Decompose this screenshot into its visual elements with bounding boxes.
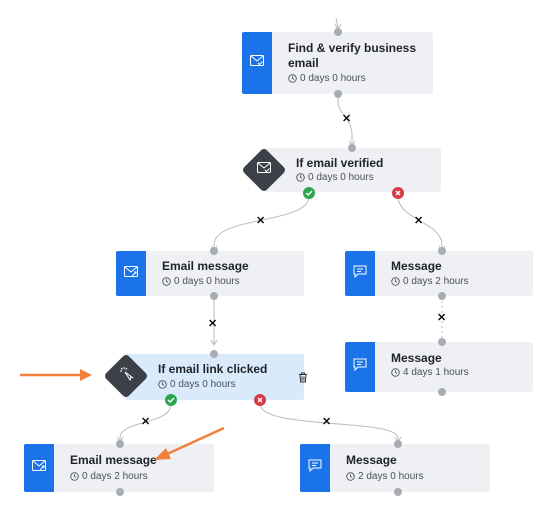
clock-icon bbox=[288, 74, 297, 83]
close-x-icon[interactable]: ✕ bbox=[437, 312, 447, 324]
connector-dot[interactable] bbox=[394, 488, 402, 496]
connector-dot[interactable] bbox=[210, 247, 218, 255]
step-email-message[interactable]: Email message 0 days 2 hours bbox=[24, 444, 214, 492]
clock-icon bbox=[391, 368, 400, 377]
chat-message-icon bbox=[353, 265, 367, 283]
step-message[interactable]: Message 4 days 1 hours bbox=[345, 342, 533, 392]
connector-dot[interactable] bbox=[334, 28, 342, 36]
close-x-icon[interactable]: ✕ bbox=[322, 416, 332, 428]
connector-dot[interactable] bbox=[210, 292, 218, 300]
step-icon-strip bbox=[300, 444, 330, 492]
step-icon-strip bbox=[116, 251, 146, 296]
step-title: Message bbox=[346, 453, 397, 467]
annotation-arrow bbox=[154, 426, 225, 460]
cursor-click-icon bbox=[118, 366, 134, 387]
connector-dot[interactable] bbox=[334, 90, 342, 98]
email-verify-icon bbox=[257, 161, 271, 179]
clock-icon bbox=[162, 277, 171, 286]
condition-if-email-link-clicked[interactable] bbox=[126, 354, 304, 400]
email-send-icon bbox=[124, 265, 138, 283]
trash-icon[interactable] bbox=[298, 370, 308, 388]
no-branch-x-icon bbox=[254, 394, 266, 406]
connector-dot[interactable] bbox=[210, 350, 218, 358]
step-duration: 0 days 2 hours bbox=[391, 276, 469, 287]
chat-message-icon bbox=[353, 358, 367, 376]
chat-message-icon bbox=[308, 459, 322, 477]
connector-dot[interactable] bbox=[438, 388, 446, 396]
clock-icon bbox=[391, 277, 400, 286]
annotation-arrow bbox=[20, 369, 92, 381]
step-title: Email message bbox=[162, 259, 249, 273]
clock-icon bbox=[70, 472, 79, 481]
connector-dot[interactable] bbox=[438, 292, 446, 300]
condition-duration: 0 days 0 hours bbox=[296, 172, 374, 183]
step-duration: 0 days 0 hours bbox=[288, 73, 366, 84]
clock-icon bbox=[346, 472, 355, 481]
connector-dot[interactable] bbox=[438, 247, 446, 255]
connector-dot[interactable] bbox=[116, 488, 124, 496]
condition-title: If email verified bbox=[296, 156, 384, 170]
yes-branch-check-icon bbox=[303, 187, 315, 199]
step-icon-strip bbox=[345, 342, 375, 392]
condition-diamond bbox=[103, 353, 149, 399]
step-title: Email message bbox=[70, 453, 157, 467]
clock-icon bbox=[158, 380, 167, 389]
step-email-message[interactable]: Email message 0 days 0 hours bbox=[116, 251, 304, 296]
yes-branch-check-icon bbox=[165, 394, 177, 406]
step-icon-strip bbox=[345, 251, 375, 296]
close-x-icon[interactable]: ✕ bbox=[141, 416, 151, 428]
close-x-icon[interactable]: ✕ bbox=[208, 318, 218, 330]
step-title: Find & verify business email bbox=[288, 41, 417, 70]
condition-duration: 0 days 0 hours bbox=[158, 379, 236, 390]
condition-diamond bbox=[241, 147, 287, 193]
step-message[interactable]: Message 0 days 2 hours bbox=[345, 251, 533, 296]
step-title: Message bbox=[391, 259, 442, 273]
condition-title: If email link clicked bbox=[158, 362, 268, 376]
connector-dot[interactable] bbox=[116, 440, 124, 448]
close-x-icon[interactable]: ✕ bbox=[342, 113, 352, 125]
condition-if-email-verified[interactable] bbox=[264, 148, 441, 192]
step-find-verify-email[interactable]: Find & verify business email 0 days 0 ho… bbox=[242, 32, 433, 94]
step-icon-strip bbox=[24, 444, 54, 492]
email-verify-icon bbox=[250, 54, 264, 72]
connector-dot[interactable] bbox=[438, 338, 446, 346]
email-send-icon bbox=[32, 459, 46, 477]
step-message[interactable]: Message 2 days 0 hours bbox=[300, 444, 490, 492]
step-duration: 4 days 1 hours bbox=[391, 367, 469, 378]
close-x-icon[interactable]: ✕ bbox=[256, 215, 266, 227]
step-duration: 0 days 0 hours bbox=[162, 276, 240, 287]
clock-icon bbox=[296, 173, 305, 182]
step-duration: 0 days 2 hours bbox=[70, 471, 148, 482]
step-duration: 2 days 0 hours bbox=[346, 471, 424, 482]
no-branch-x-icon bbox=[392, 187, 404, 199]
step-title: Message bbox=[391, 351, 442, 365]
step-icon-strip bbox=[242, 32, 272, 94]
connector-dot[interactable] bbox=[394, 440, 402, 448]
close-x-icon[interactable]: ✕ bbox=[414, 215, 424, 227]
connector-dot[interactable] bbox=[348, 144, 356, 152]
